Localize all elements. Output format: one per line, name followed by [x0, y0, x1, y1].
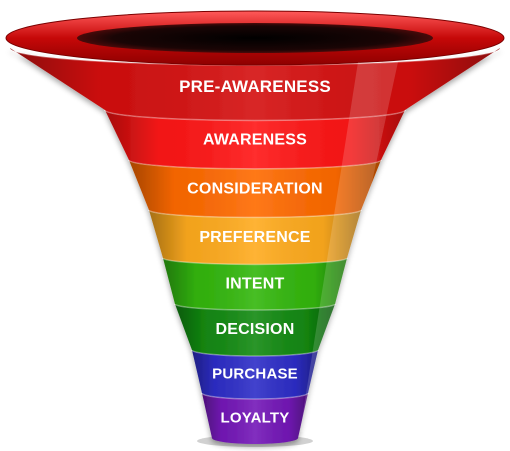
- funnel-stage-pre-awareness: [9, 47, 501, 121]
- stage-label-consideration: CONSIDERATION: [187, 181, 323, 198]
- funnel-stage-consideration: [128, 159, 382, 218]
- gloss-highlight: [300, 62, 398, 432]
- funnel-stage-preference: [148, 209, 362, 265]
- stage-label-decision: DECISION: [216, 321, 295, 338]
- stage-label-preference: PREFERENCE: [199, 229, 310, 246]
- funnel-stage-intent: [162, 257, 348, 310]
- stage-label-purchase: PURCHASE: [212, 365, 298, 382]
- stage-label-pre-awareness: PRE-AWARENESS: [179, 77, 331, 96]
- funnel-stage-awareness: [104, 109, 406, 169]
- funnel-stage-decision: [174, 303, 336, 356]
- funnel-opening: [77, 23, 433, 53]
- funnel-stage-loyalty: [201, 392, 309, 444]
- funnel-rim: [5, 10, 505, 66]
- stage-label-intent: INTENT: [226, 275, 285, 292]
- funnel-stage-purchase: [191, 349, 319, 399]
- stage-label-loyalty: LOYALTY: [221, 409, 290, 426]
- stage-label-awareness: AWARENESS: [203, 131, 307, 148]
